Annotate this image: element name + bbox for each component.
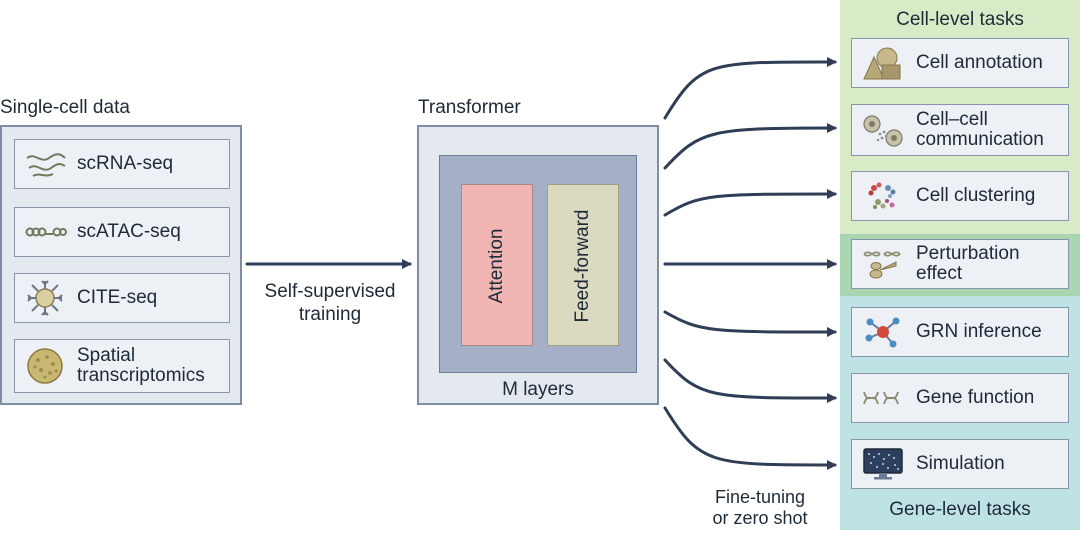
dna-scissors-icon <box>863 251 901 279</box>
training-line1: Self-supervised <box>264 281 396 302</box>
arrow-simulation <box>663 406 837 470</box>
gene-function-label: Gene function <box>916 387 1035 408</box>
feed-forward-label: Feed-forward <box>572 209 593 323</box>
perturbation-effect-item: Perturbation effect <box>851 239 1069 289</box>
cell-clustering-label: Cell clustering <box>916 185 1036 206</box>
antibody-cell-icon <box>27 280 63 316</box>
cell-clustering-item: Cell clustering <box>851 171 1069 221</box>
cell-signal-icon <box>863 115 903 147</box>
network-icon <box>865 317 900 348</box>
simulation-item: Simulation <box>851 439 1069 489</box>
tissue-section-icon <box>27 348 63 384</box>
gene-function-item: Gene function <box>851 373 1069 423</box>
cell-annotation-item: Cell annotation <box>851 38 1069 88</box>
shapes-icon <box>863 47 901 80</box>
cell-cell-communication-item: Cell–cell communication <box>851 104 1069 156</box>
arrow-gene-function <box>663 358 837 403</box>
scrna-seq-item: scRNA-seq <box>14 139 230 189</box>
m-layers-label: M layers <box>502 379 574 400</box>
scrna-seq-label: scRNA-seq <box>77 153 174 174</box>
single-cell-data-panel: scRNA-seq scATAC-seq CITE-seq <box>0 125 242 405</box>
attention-block <box>461 184 533 346</box>
simulation-label: Simulation <box>916 453 1005 474</box>
cell-communication-line1: Cell–cell <box>916 109 988 130</box>
arrow-grn-inference <box>663 310 837 337</box>
training-line2: training <box>298 304 362 325</box>
feed-forward-block <box>547 184 619 346</box>
spatial-label-line2: transcriptomics <box>77 365 205 386</box>
fine-tuning-line2: or zero shot <box>712 508 808 528</box>
scatac-seq-item: scATAC-seq <box>14 207 230 257</box>
transformer-panel: Attention Feed-forward M layers <box>417 125 659 405</box>
fine-tuning-label: Fine-tuning or zero shot <box>690 487 830 529</box>
cell-level-tasks-title: Cell-level tasks <box>896 9 1024 30</box>
cell-cell-communication-label: Cell–cell communication <box>916 110 1044 150</box>
cell-annotation-label: Cell annotation <box>916 52 1043 73</box>
self-supervised-training-label: Self-supervised training <box>252 280 408 326</box>
spatial-transcriptomics-label: Spatial transcriptomics <box>77 346 205 386</box>
gene-level-tasks-title: Gene-level tasks <box>889 499 1031 520</box>
arrow-cell-clustering <box>663 189 837 217</box>
chromatin-icon <box>25 227 67 237</box>
grn-inference-item: GRN inference <box>851 307 1069 357</box>
dna-icon <box>863 391 899 405</box>
cluster-icon <box>868 182 896 209</box>
cell-communication-line2: communication <box>916 129 1044 150</box>
perturbation-effect-label: Perturbation effect <box>916 244 1020 284</box>
spatial-transcriptomics-item: Spatial transcriptomics <box>14 339 230 393</box>
single-cell-data-title: Single-cell data <box>0 97 130 118</box>
arrow-cell-communication <box>663 123 837 170</box>
transformer-layer-block <box>439 155 637 373</box>
monitor-icon <box>863 448 903 480</box>
cite-seq-label: CITE-seq <box>77 287 158 308</box>
arrow-cell-annotation <box>663 56 837 120</box>
perturbation-line2: effect <box>916 263 963 284</box>
fine-tuning-line1: Fine-tuning <box>714 487 806 507</box>
transformer-title: Transformer <box>418 97 521 118</box>
attention-label: Attention <box>486 228 507 304</box>
perturbation-line1: Perturbation <box>916 243 1020 264</box>
spatial-label-line1: Spatial <box>77 345 136 366</box>
rna-strands-icon <box>26 153 66 177</box>
scatac-seq-label: scATAC-seq <box>77 221 181 242</box>
grn-inference-label: GRN inference <box>916 321 1042 342</box>
cite-seq-item: CITE-seq <box>14 273 230 323</box>
